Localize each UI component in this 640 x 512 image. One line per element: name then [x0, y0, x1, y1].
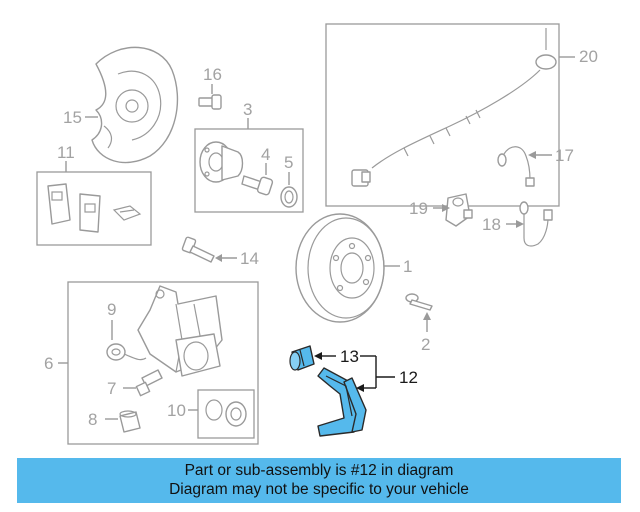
- part-7-bleeder[interactable]: [135, 369, 163, 397]
- callout-15: 15: [63, 108, 98, 127]
- svg-text:13: 13: [340, 347, 359, 366]
- svg-text:20: 20: [579, 47, 598, 66]
- part-1-brake-rotor[interactable]: [295, 213, 385, 323]
- banner-line-disclaimer: Diagram may not be specific to your vehi…: [169, 481, 469, 498]
- callout-4: 4: [261, 145, 270, 175]
- svg-text:17: 17: [555, 146, 574, 165]
- callout-12: 12: [356, 356, 418, 392]
- svg-text:7: 7: [107, 379, 116, 398]
- part-16-bolt[interactable]: [198, 94, 222, 110]
- callout-17: 17: [528, 146, 574, 165]
- callout-14: 14: [215, 249, 259, 268]
- callout-8: 8: [88, 410, 118, 429]
- exploded-parts-diagram: 15 16 3 4 5 11: [36, 23, 598, 445]
- part-11-brake-pads[interactable]: [47, 183, 142, 233]
- callout-9: 9: [107, 300, 116, 340]
- part-19-sensor[interactable]: [445, 193, 473, 227]
- callout-7: 7: [107, 379, 136, 398]
- svg-text:18: 18: [482, 215, 501, 234]
- part-15-backing-plate[interactable]: [91, 46, 179, 164]
- callout-3: 3: [243, 100, 252, 129]
- callout-18: 18: [482, 215, 524, 234]
- svg-text:5: 5: [284, 153, 293, 172]
- part-14-bolt[interactable]: [181, 236, 215, 263]
- box-part-11: [36, 171, 152, 246]
- callout-13: 13: [314, 347, 376, 366]
- callout-11: 11: [57, 143, 75, 172]
- callout-16: 16: [203, 65, 222, 94]
- box-part-10: [197, 389, 255, 439]
- svg-text:16: 16: [203, 65, 222, 84]
- part-5-cap[interactable]: [280, 186, 298, 208]
- part-8-piston[interactable]: [119, 410, 141, 433]
- svg-text:8: 8: [88, 410, 97, 429]
- svg-text:3: 3: [243, 100, 252, 119]
- svg-text:9: 9: [107, 300, 116, 319]
- callout-20: 20: [559, 47, 598, 66]
- callout-10: 10: [167, 401, 198, 420]
- svg-text:15: 15: [63, 108, 82, 127]
- svg-text:11: 11: [57, 143, 75, 162]
- part-17-sensor[interactable]: [497, 146, 535, 187]
- svg-text:14: 14: [240, 249, 259, 268]
- callout-2: 2: [421, 312, 431, 354]
- part-3-wheel-hub[interactable]: [199, 141, 244, 183]
- part-12-caliper-bracket[interactable]: [317, 367, 367, 437]
- part-4-hub-bolt[interactable]: [241, 175, 274, 196]
- callout-19: 19: [409, 199, 450, 218]
- box-part-3: [194, 128, 304, 213]
- callout-6: 6: [44, 354, 68, 373]
- svg-text:10: 10: [167, 401, 186, 420]
- svg-text:19: 19: [409, 199, 428, 218]
- svg-text:2: 2: [421, 335, 430, 354]
- svg-text:12: 12: [399, 368, 418, 387]
- part-10-seal-kit[interactable]: [205, 399, 247, 427]
- banner-line-part: Part or sub-assembly is #12 in diagram: [184, 462, 454, 479]
- svg-text:6: 6: [44, 354, 53, 373]
- part-info-banner: Part or sub-assembly is #12 in diagram D…: [17, 458, 621, 503]
- part-6-brake-caliper[interactable]: [137, 285, 223, 377]
- callout-1: 1: [384, 257, 412, 276]
- part-18-sensor[interactable]: [519, 201, 553, 247]
- svg-text:1: 1: [403, 257, 412, 276]
- part-13-guide-pin-boot[interactable]: [289, 345, 315, 371]
- part-9-dust-boot[interactable]: [106, 343, 147, 361]
- part-2-screw[interactable]: [405, 293, 433, 311]
- part-20-speed-sensor[interactable]: [351, 28, 557, 187]
- svg-text:4: 4: [261, 145, 270, 164]
- callout-5: 5: [284, 153, 293, 185]
